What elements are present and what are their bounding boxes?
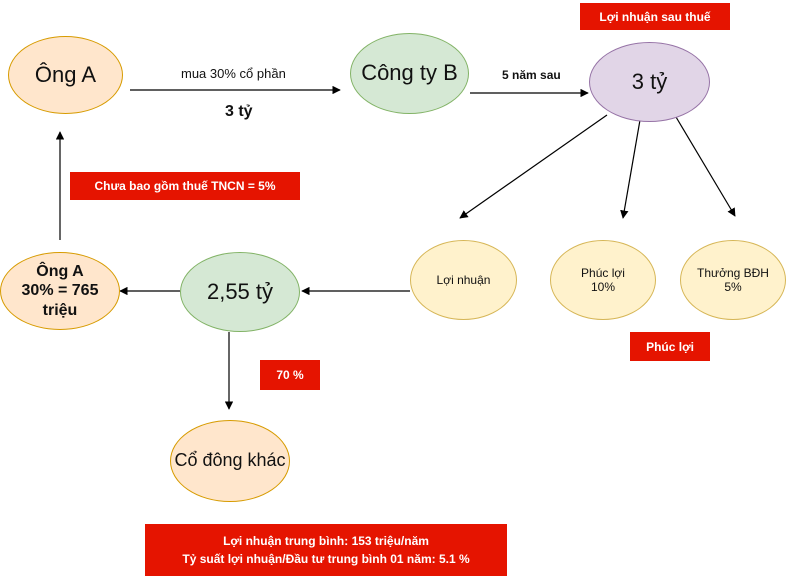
tag-loi-nhuan-sau-thue: Lợi nhuận sau thuế [580, 3, 730, 30]
node-co-dong-khac: Cổ đông khác [170, 420, 290, 502]
arrow-3-ty-to-phuc-loi [620, 119, 641, 219]
node-thuong-bdh-label: Thưởng BĐH [697, 265, 769, 280]
arrow-3-ty-to-thuong-bdh [675, 116, 736, 217]
tag-phuc-loi: Phúc lợi [630, 332, 710, 361]
node-3-ty-label: 3 tỷ [631, 68, 668, 94]
node-thuong-bdh: Thưởng BĐH 5% [680, 240, 786, 320]
node-2-55-ty: 2,55 tỷ [180, 252, 300, 332]
edge-label-5-nam-sau: 5 năm sau [502, 68, 561, 82]
tag-summary: Lợi nhuận trung bình: 153 triệu/năm Tỷ s… [145, 524, 507, 576]
node-ong-a-bottom-line2: 30% = 765 [21, 282, 99, 300]
edge-label-mua-co-phan: mua 30% cổ phần [181, 66, 286, 81]
tag-70-pct: 70 % [260, 360, 320, 390]
node-phuc-loi-pct: 10% [590, 280, 616, 294]
node-2-55-ty-label: 2,55 tỷ [206, 278, 274, 304]
summary-line-1: Lợi nhuận trung bình: 153 triệu/năm [223, 534, 429, 548]
node-cong-ty-b: Công ty B [350, 33, 469, 114]
node-ong-a-bottom-line1: Ông A [36, 263, 84, 281]
node-cong-ty-b-label: Công ty B [361, 60, 458, 86]
node-loi-nhuan-label: Lợi nhuận [436, 272, 491, 287]
node-ong-a-top: Ông A [8, 36, 123, 114]
node-phuc-loi-label: Phúc lợi [581, 265, 625, 280]
node-thuong-bdh-pct: 5% [724, 280, 742, 294]
node-co-dong-khac-label: Cổ đông khác [174, 450, 286, 471]
summary-line-2: Tỷ suất lợi nhuận/Đầu tư trung bình 01 n… [182, 552, 470, 566]
tag-chua-bao-gom-thue: Chưa bao gồm thuế TNCN = 5% [70, 172, 300, 200]
arrow-3-ty-to-loi-nhuan [459, 114, 608, 219]
node-3-ty: 3 tỷ [589, 42, 710, 122]
node-ong-a-bottom-line3: triệu [42, 301, 78, 319]
node-ong-a-top-label: Ông A [34, 61, 97, 87]
node-ong-a-bottom: Ông A 30% = 765 triệu [0, 252, 120, 330]
node-phuc-loi: Phúc lợi 10% [550, 240, 656, 320]
edge-label-3-ty: 3 tỷ [225, 103, 253, 120]
node-loi-nhuan: Lợi nhuận [410, 240, 517, 320]
